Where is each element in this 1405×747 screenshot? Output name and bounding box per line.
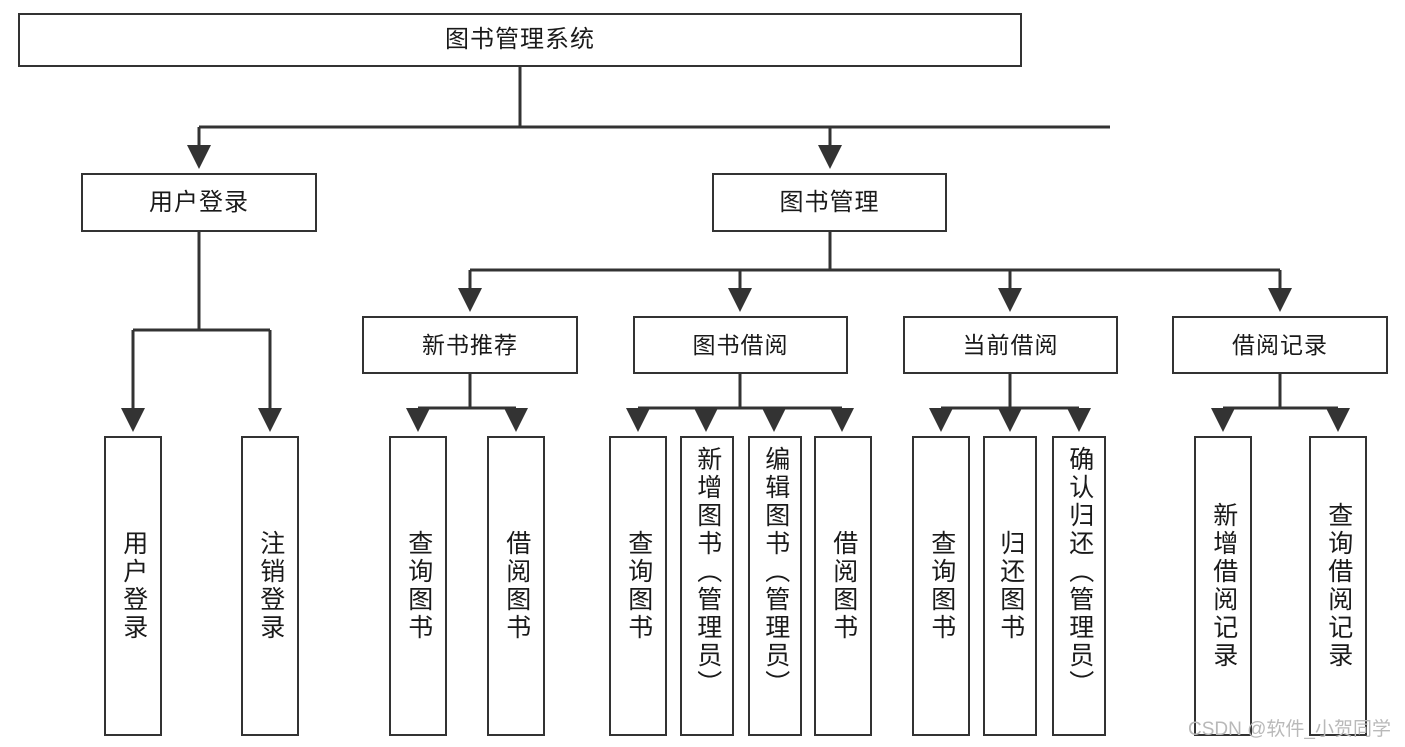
node-borrow-record-label: 借阅记录 [1232, 331, 1328, 358]
node-new-book-rec[interactable]: 新书推荐 [362, 316, 578, 374]
node-root-label: 图书管理系统 [445, 26, 595, 54]
leaf-add-book-label: 新增图书（管理员） [693, 446, 722, 698]
leaf-add-book[interactable]: 新增图书（管理员） [680, 436, 734, 736]
node-user-login[interactable]: 用户登录 [81, 173, 317, 232]
leaf-query-book-3[interactable]: 查询图书 [912, 436, 970, 736]
node-current-borrow-label: 当前借阅 [962, 331, 1059, 358]
leaf-borrow-book-2[interactable]: 借阅图书 [814, 436, 872, 736]
leaf-borrow-book-1[interactable]: 借阅图书 [487, 436, 545, 736]
node-book-borrow[interactable]: 图书借阅 [633, 316, 848, 374]
leaf-edit-book-label: 编辑图书（管理员） [761, 446, 790, 698]
node-user-login-label: 用户登录 [149, 188, 249, 216]
node-book-borrow-label: 图书借阅 [692, 331, 789, 358]
leaf-query-book-3-label: 查询图书 [927, 530, 956, 642]
leaf-edit-book[interactable]: 编辑图书（管理员） [748, 436, 802, 736]
node-book-manage-label: 图书管理 [779, 188, 880, 216]
node-borrow-record[interactable]: 借阅记录 [1172, 316, 1388, 374]
leaf-add-record[interactable]: 新增借阅记录 [1194, 436, 1252, 736]
leaf-borrow-book-1-label: 借阅图书 [502, 530, 531, 642]
leaf-query-book-2-label: 查询图书 [624, 530, 653, 642]
leaf-borrow-book-2-label: 借阅图书 [829, 530, 858, 642]
leaf-confirm-return[interactable]: 确认归还（管理员） [1052, 436, 1106, 736]
leaf-add-record-label: 新增借阅记录 [1209, 502, 1238, 670]
leaf-query-book-1-label: 查询图书 [404, 530, 433, 642]
node-new-book-rec-label: 新书推荐 [422, 331, 518, 358]
csdn-watermark: CSDN @软件_小贺同学 [1188, 719, 1391, 740]
leaf-return-book-label: 归还图书 [996, 530, 1025, 642]
node-book-manage[interactable]: 图书管理 [712, 173, 947, 232]
leaf-user-login[interactable]: 用户登录 [104, 436, 162, 736]
leaf-query-record-label: 查询借阅记录 [1324, 502, 1353, 670]
leaf-logout-label: 注销登录 [256, 530, 285, 642]
leaf-logout[interactable]: 注销登录 [241, 436, 299, 736]
leaf-confirm-return-label: 确认归还（管理员） [1065, 446, 1094, 698]
node-current-borrow[interactable]: 当前借阅 [903, 316, 1118, 374]
leaf-query-book-1[interactable]: 查询图书 [389, 436, 447, 736]
leaf-return-book[interactable]: 归还图书 [983, 436, 1037, 736]
node-root[interactable]: 图书管理系统 [18, 13, 1022, 67]
leaf-query-book-2[interactable]: 查询图书 [609, 436, 667, 736]
leaf-user-login-label: 用户登录 [119, 530, 148, 642]
leaf-query-record[interactable]: 查询借阅记录 [1309, 436, 1367, 736]
